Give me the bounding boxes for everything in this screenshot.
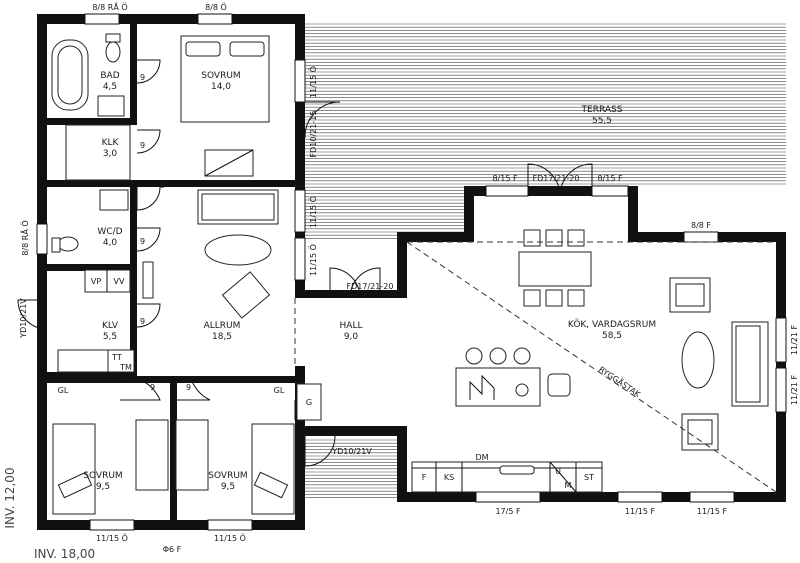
- door-width: 9: [140, 317, 145, 326]
- window-label-kok-top: 8/8 F: [691, 221, 711, 230]
- fixture-tt: TT: [111, 353, 122, 362]
- window-label-east1: 11/21 F: [790, 325, 799, 356]
- window-label-east2: 11/21 F: [790, 375, 799, 406]
- window-label-right1: 11/15 Ö: [308, 66, 318, 98]
- door-label-hall-yd: YD10/21V: [331, 447, 372, 456]
- window-label-terr-left: 8/15 F: [492, 174, 518, 183]
- door-width: 9: [140, 237, 145, 246]
- window-label-kok-bottom2: 11/15 F: [625, 507, 656, 516]
- window-label-right3: 11/15 Ö: [308, 244, 318, 276]
- fixture-labels: VP VV TT TM GL GL G F KS DM U M ST: [58, 277, 594, 490]
- room-klv-name: KLV: [102, 321, 119, 331]
- chimney-label: Φ6 F: [163, 545, 182, 554]
- room-hall-name: HALL: [340, 321, 363, 331]
- room-klv-area: 5,5: [103, 332, 117, 342]
- room-klk-area: 3,0: [103, 149, 118, 159]
- window-label-fd1: FD10/21-15: [309, 111, 318, 158]
- window-label-top1: 8/8 RÅ Ö: [92, 1, 127, 12]
- window-label-left-wc: 8/8 RÅ Ö: [19, 220, 30, 255]
- room-bad-area: 4,5: [103, 82, 117, 92]
- walls: [37, 14, 786, 530]
- window-label-kok-bottom3: 11/15 F: [697, 507, 728, 516]
- room-allrum-name: ALLRUM: [204, 321, 241, 331]
- room-kok-area: 58,5: [602, 331, 622, 341]
- room-terrass-area: 55,5: [592, 116, 612, 126]
- doors: [17, 59, 593, 467]
- room-kok-name: KÖK, VARDAGSRUM: [568, 319, 656, 330]
- fixture-vp: VP: [91, 277, 101, 286]
- room-allrum-area: 18,5: [212, 332, 232, 342]
- door-width: 9: [160, 181, 165, 190]
- furniture: [51, 33, 769, 515]
- terrace-decking: [305, 23, 786, 498]
- room-hall-area: 9,0: [344, 332, 359, 342]
- room-sovrum-master-name: SOVRUM: [201, 71, 240, 81]
- fixture-dm: DM: [475, 453, 488, 462]
- dimension-vertical: INV. 12,00: [3, 467, 17, 528]
- room-sovrum-left-area: 9,5: [96, 482, 110, 492]
- room-sovrum-left-name: SOVRUM: [83, 471, 122, 481]
- dashed-lines: [294, 241, 777, 493]
- room-klk-name: KLK: [102, 138, 120, 148]
- room-bad-name: BAD: [100, 71, 119, 81]
- door-label-terr: FD17/21-20: [533, 174, 580, 183]
- door-width: 9: [140, 141, 145, 150]
- room-sovrum-right-name: SOVRUM: [208, 471, 247, 481]
- window-label-kok-bottom1: 17/5 F: [495, 507, 521, 516]
- room-wcd-name: WC/D: [97, 227, 122, 237]
- window-label-bottom-left: 11/15 Ö: [96, 533, 128, 543]
- door-width-labels: 9 9 9 9 9 9 9: [140, 73, 191, 392]
- fixture-g: G: [306, 398, 312, 407]
- ridge-label: RYGGÅSTAK: [597, 363, 643, 399]
- dimension-horizontal: INV. 18,00: [34, 547, 95, 561]
- window-labels: 8/8 RÅ Ö 8/8 Ö 11/15 Ö FD10/21-15 11/15 …: [19, 1, 799, 543]
- fixture-gl-left: GL: [58, 386, 69, 395]
- room-labels: BAD 4,5 SOVRUM 14,0 KLK 3,0 WC/D 4,0 KLV…: [83, 71, 656, 492]
- room-terrass-name: TERRASS: [581, 105, 623, 115]
- fixture-m: M: [565, 481, 572, 490]
- window-label-terr-right: 8/15 F: [597, 174, 623, 183]
- door-label-hall: FD17/21-20: [347, 282, 394, 291]
- room-sovrum-master-area: 14,0: [211, 82, 231, 92]
- fixture-gl-right: GL: [274, 386, 285, 395]
- window-label-left-ydoor: YD10/21V: [19, 298, 28, 339]
- door-width: 9: [186, 383, 191, 392]
- window-label-bottom-right: 11/15 Ö: [214, 533, 246, 543]
- door-width: 9: [150, 383, 155, 392]
- fixture-tm: TM: [119, 363, 132, 372]
- fixture-vv: VV: [114, 277, 125, 286]
- window-label-right2: 11/15 Ö: [308, 196, 318, 228]
- windows: [36, 13, 787, 531]
- fixture-u: U: [555, 467, 561, 476]
- fixture-f: F: [422, 473, 427, 482]
- room-sovrum-right-area: 9,5: [221, 482, 235, 492]
- fixture-ks: KS: [444, 473, 454, 482]
- window-label-top2: 8/8 Ö: [205, 2, 227, 12]
- fixture-st: ST: [584, 473, 594, 482]
- room-wcd-area: 4,0: [103, 238, 118, 248]
- door-width: 9: [140, 73, 145, 82]
